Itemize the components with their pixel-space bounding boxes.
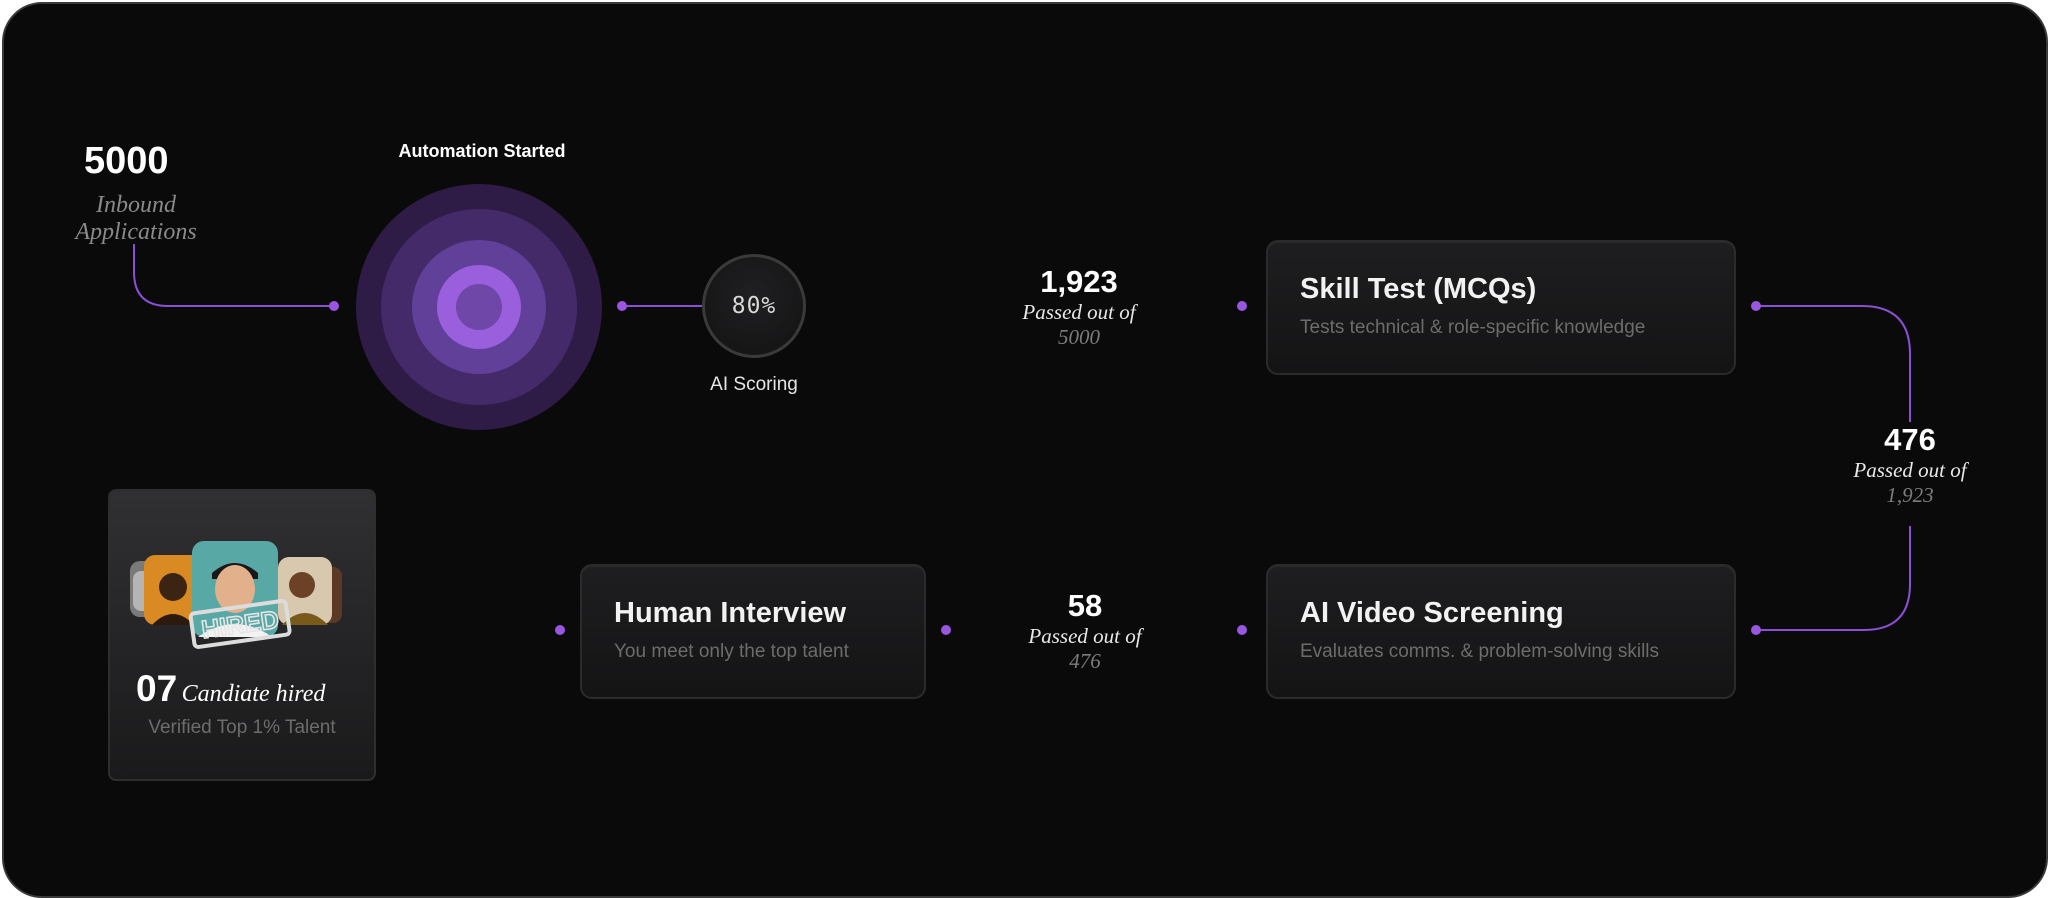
hired-subtitle: Verified Top 1% Talent [148, 717, 336, 738]
ai-score-value: 80% [731, 293, 777, 319]
funnel-stage-3: 58 Passed out of 476 [1010, 588, 1160, 674]
funnel-count: 1,923 [1040, 264, 1118, 299]
funnel-stage-1: 1,923 Passed out of 5000 [1004, 264, 1154, 350]
human-interview-title: Human Interview [614, 597, 847, 629]
automation-title: Automation Started [398, 141, 566, 161]
wire-skilltest-to-476 [1756, 305, 1911, 422]
candidate-avatars: HIRED [130, 541, 342, 649]
wire-dot [1751, 301, 1761, 311]
inbound-count: 5000 [84, 140, 169, 182]
wire-dot [329, 301, 339, 311]
wire-dot [941, 625, 951, 635]
hired-count: 07 [136, 668, 178, 709]
funnel-passed-label: Passed out of [1853, 458, 1967, 482]
video-screening-card: AI Video Screening Evaluates comms. & pr… [1266, 564, 1736, 699]
wire-dot [1751, 625, 1761, 635]
funnel-passed-of: 476 [1069, 649, 1101, 673]
video-screening-title: AI Video Screening [1300, 597, 1564, 629]
wire-dot [1237, 625, 1247, 635]
human-interview-card: Human Interview You meet only the top ta… [580, 564, 926, 699]
ai-scoring-dial: 80% [702, 254, 806, 358]
connector-lines [133, 244, 1911, 635]
funnel-passed-of: 5000 [1058, 325, 1100, 349]
inbound-label-line2: Applications [75, 219, 197, 245]
skill-test-card: Skill Test (MCQs) Tests technical & role… [1266, 240, 1736, 375]
funnel-passed-label: Passed out of [1022, 300, 1136, 324]
funnel-count: 58 [1067, 588, 1103, 623]
hired-stamp-icon: HIRED [188, 598, 292, 649]
wire-dot [555, 625, 565, 635]
funnel-stage-2: 476 Passed out of 1,923 [1834, 422, 1986, 508]
hired-label: Candiate hired [181, 681, 326, 707]
skill-test-title: Skill Test (MCQs) [1300, 273, 1537, 305]
wire-inbound-to-radar [133, 244, 334, 307]
ai-scoring-label: AI Scoring [710, 374, 798, 395]
funnel-count: 476 [1884, 422, 1936, 457]
wire-476-to-video [1756, 526, 1911, 631]
wire-dot [617, 301, 627, 311]
hired-candidates-card: HIRED 07 Candiate hired Verified Top 1% … [108, 489, 376, 781]
hired-count-row: 07 Candiate hired [136, 669, 325, 717]
wire-dot [1237, 301, 1247, 311]
automation-radar-icon [356, 184, 602, 430]
inbound-label: Inbound Applications [62, 192, 210, 246]
hired-candidate-avatar [192, 541, 278, 637]
inbound-label-line1: Inbound [96, 192, 176, 218]
human-interview-description: You meet only the top talent [614, 641, 849, 662]
funnel-passed-of: 1,923 [1886, 483, 1934, 507]
funnel-passed-label: Passed out of [1028, 624, 1142, 648]
skill-test-description: Tests technical & role-specific knowledg… [1300, 317, 1646, 338]
video-screening-description: Evaluates comms. & problem-solving skill… [1300, 641, 1660, 662]
